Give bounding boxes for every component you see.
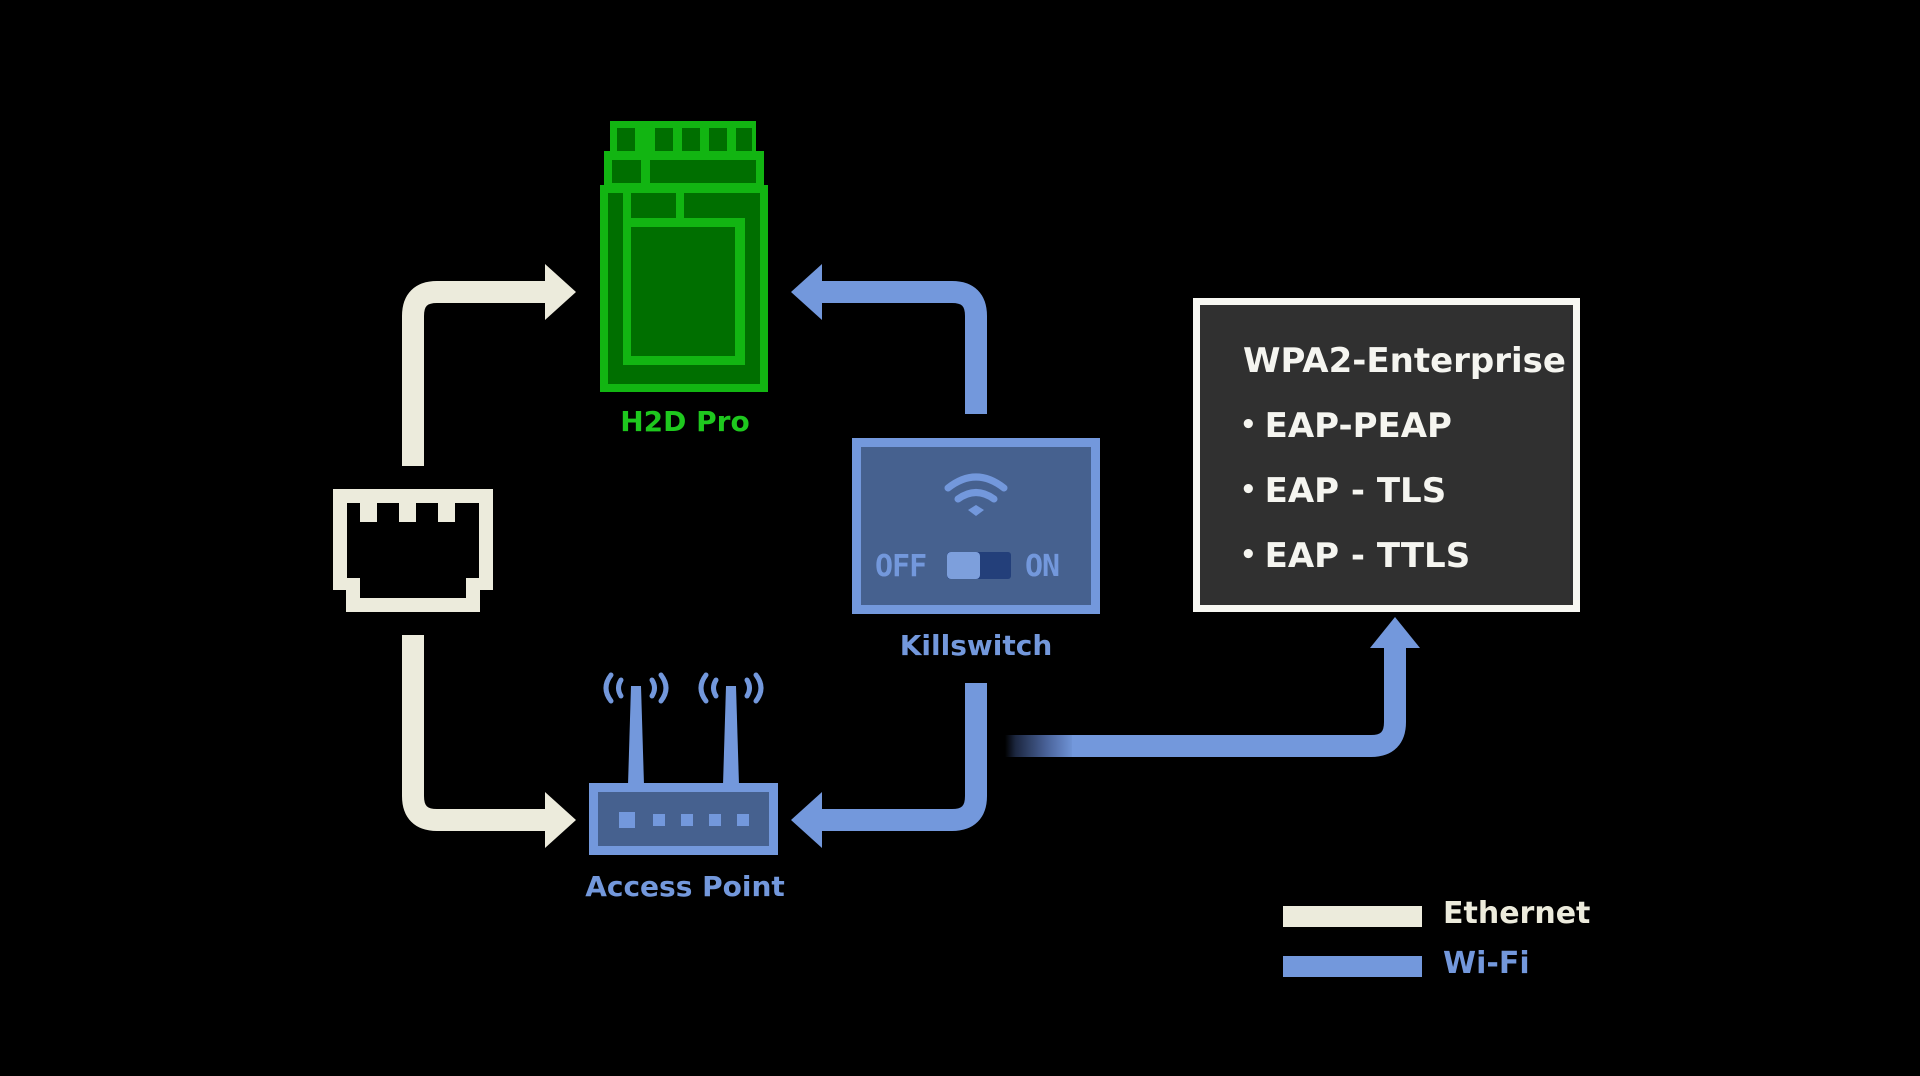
legend-wifi-label: Wi-Fi (1443, 946, 1530, 981)
ethernet-port-icon (333, 489, 493, 612)
killswitch-panel[interactable] (852, 438, 1100, 614)
killswitch-on-label: ON (1025, 549, 1060, 584)
wifi-arrow-to-h2d (791, 264, 987, 414)
wpa-method-item: •EAP - TLS (1240, 471, 1446, 511)
wpa2-enterprise-panel: WPA2-Enterprise •EAP-PEAP •EAP - TLS •EA… (1193, 298, 1580, 612)
legend-ethernet-label: Ethernet (1443, 896, 1591, 931)
access-point-label: Access Point (585, 870, 785, 903)
legend-ethernet-swatch (1283, 906, 1422, 927)
wifi-arrow-to-access-point (791, 683, 987, 848)
wifi-icon (944, 473, 1008, 516)
router-icon (589, 672, 778, 855)
printer-board-icon (600, 121, 768, 392)
wpa-method-label: EAP - TLS (1264, 471, 1447, 511)
bullet-icon: • (1240, 410, 1257, 440)
wpa-method-label: EAP - TTLS (1264, 536, 1471, 576)
wpa-panel-title: WPA2-Enterprise (1243, 341, 1566, 381)
killswitch-toggle[interactable] (947, 552, 1011, 579)
bullet-icon: • (1240, 540, 1257, 570)
legend-wifi-swatch (1283, 956, 1422, 977)
killswitch-label: Killswitch (899, 629, 1053, 662)
ethernet-arrow-to-h2d (402, 264, 576, 466)
ethernet-arrow-to-access-point (402, 635, 576, 848)
wpa-method-label: EAP-PEAP (1264, 406, 1452, 446)
wpa-method-item: •EAP-PEAP (1240, 406, 1452, 446)
killswitch-off-label: OFF (875, 549, 927, 584)
wpa-method-item: •EAP - TTLS (1240, 536, 1470, 576)
h2d-pro-label: H2D Pro (620, 405, 750, 438)
wifi-arrow-to-wpa-panel (1005, 617, 1420, 757)
bullet-icon: • (1240, 475, 1257, 505)
